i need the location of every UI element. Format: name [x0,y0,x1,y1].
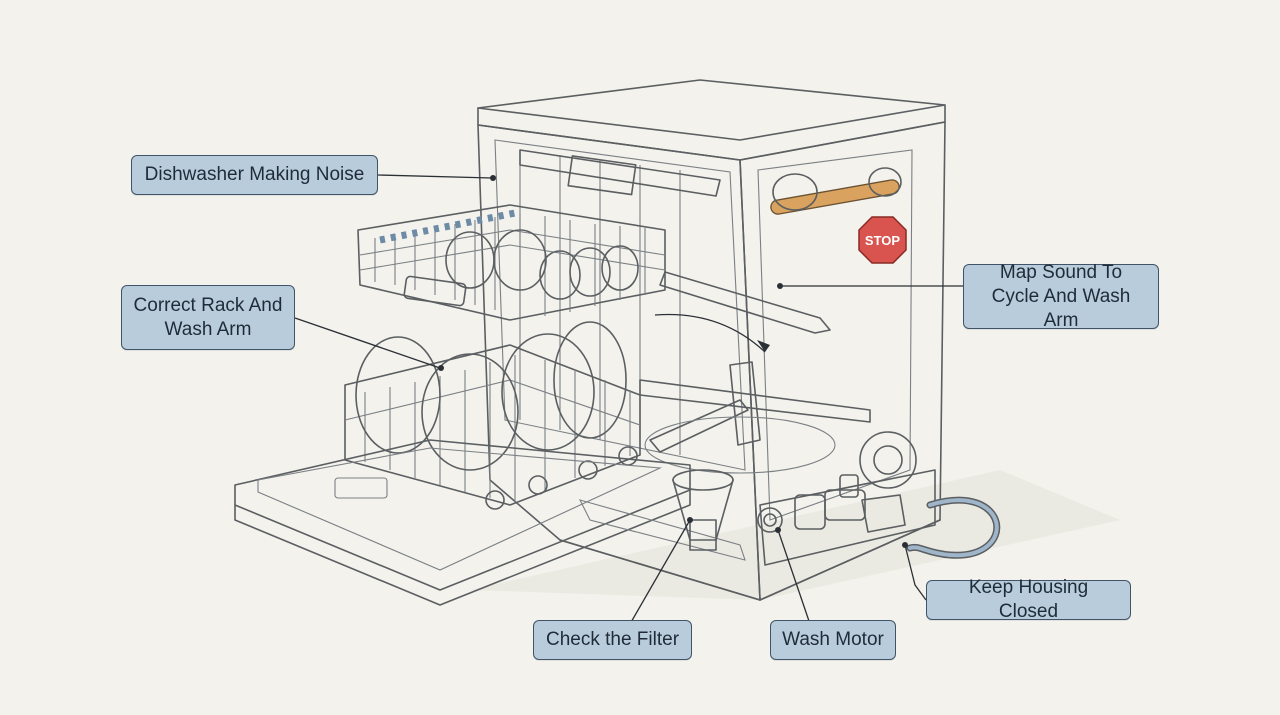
cabinet-top [477,79,946,141]
leader-lines [294,174,963,625]
upper-spray-bar [519,149,721,197]
callout-keep-housing-closed[interactable]: Keep Housing Closed [926,577,1131,622]
internal-pipe [770,179,900,215]
upper-spray-arm [659,271,831,334]
callout-wash-motor-label: Wash Motor [782,629,884,650]
callout-check-filter-label: Check the Filter [545,629,680,650]
callout-dishwasher-noise[interactable]: Dishwasher Making Noise [131,155,378,195]
callout-map-sound[interactable]: Map Sound To Cycle And Wash Arm [963,262,1159,331]
callout-correct-rack-label: Correct Rack And Wash Arm [133,294,283,340]
stop-sign: STOP [858,216,907,264]
callout-dishwasher-noise-label: Dishwasher Making Noise [144,164,365,185]
callout-map-sound-label: Map Sound To Cycle And Wash Arm [991,261,1131,331]
wash-motor [757,431,917,533]
lower-spray-arm [639,361,871,474]
filter-cup [672,469,734,551]
open-door [234,439,691,606]
lower-housing [759,469,936,566]
callout-correct-rack[interactable]: Correct Rack And Wash Arm [121,285,295,350]
svg-text:STOP: STOP [865,233,900,248]
callout-check-filter[interactable]: Check the Filter [533,620,692,660]
callout-keep-housing-closed-label: Keep Housing Closed [968,577,1089,622]
callout-wash-motor[interactable]: Wash Motor [770,620,896,660]
upper-rack [357,204,666,321]
